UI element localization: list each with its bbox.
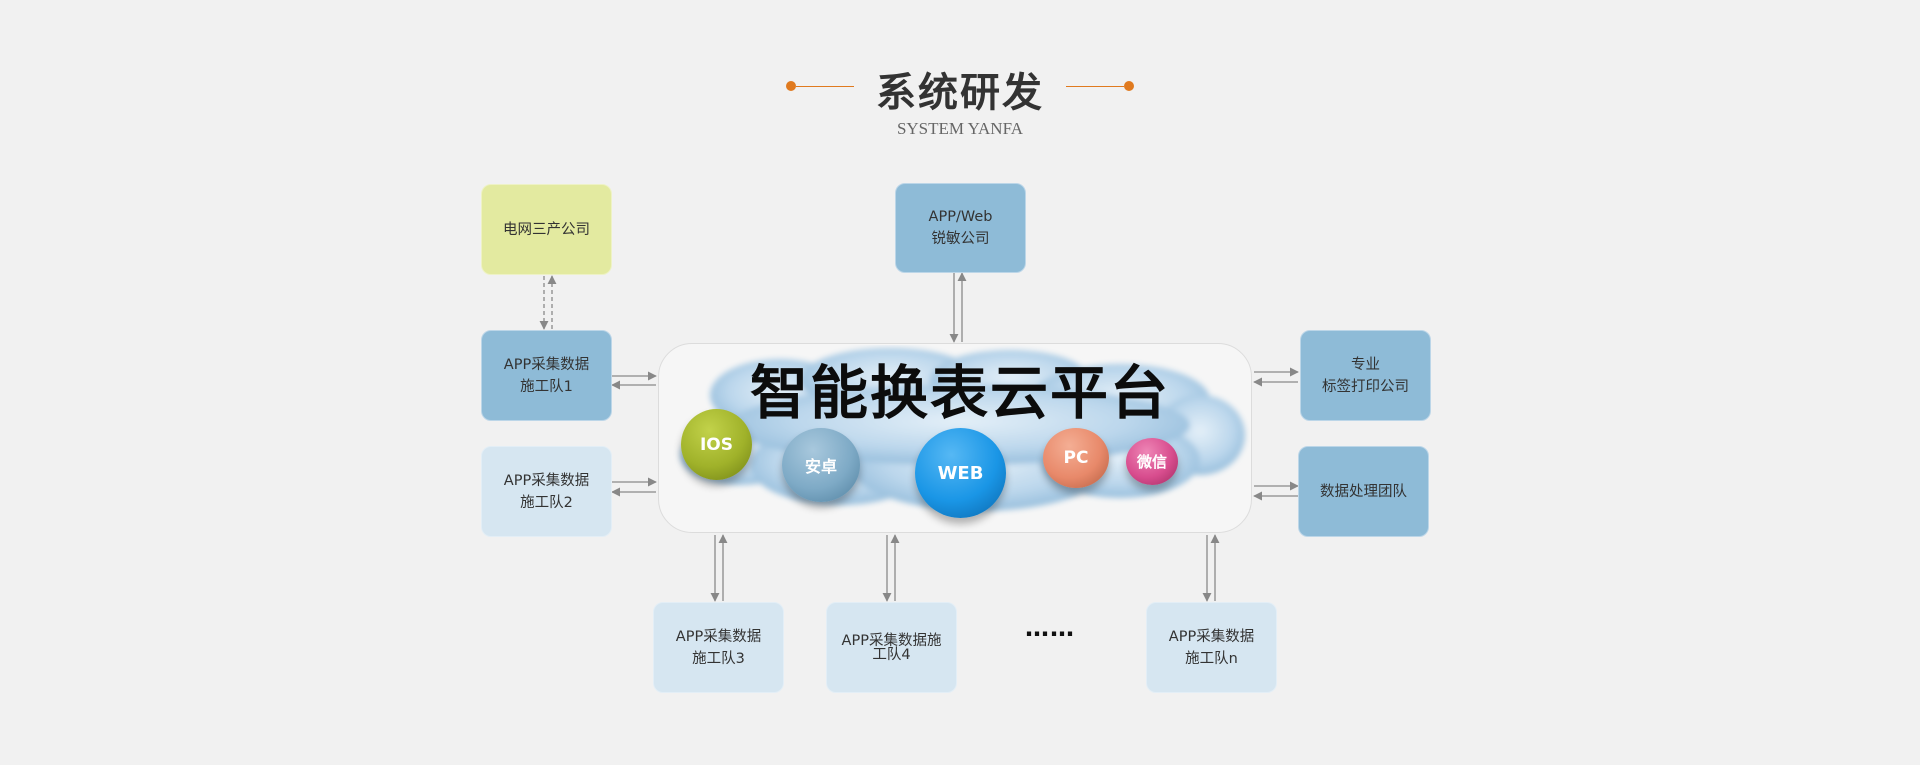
pc-sphere: PC bbox=[1043, 428, 1109, 488]
node-label-print-company: 专业 标签打印公司 bbox=[1300, 330, 1431, 421]
node-team-4: APP采集数据施 工队4 bbox=[826, 602, 957, 693]
web-sphere: WEB bbox=[915, 428, 1006, 518]
node-team-3: APP采集数据 施工队3 bbox=[653, 602, 784, 693]
node-team-n: APP采集数据 施工队n bbox=[1146, 602, 1277, 693]
wechat-sphere: 微信 bbox=[1126, 438, 1178, 485]
ios-sphere: IOS bbox=[681, 409, 752, 480]
title-right-line bbox=[1066, 86, 1124, 87]
platform-title: 智能换表云平台 bbox=[749, 359, 1170, 427]
ios-label: IOS bbox=[699, 434, 734, 455]
web-label: WEB bbox=[937, 462, 984, 484]
pc-label: PC bbox=[1063, 448, 1089, 468]
title-right-dot bbox=[1124, 81, 1134, 91]
node-app-web-company: APP/Web 锐敏公司 bbox=[895, 183, 1026, 273]
node-team-2: APP采集数据 施工队2 bbox=[481, 446, 612, 537]
node-team-1: APP采集数据 施工队1 bbox=[481, 330, 612, 421]
title-left-dot bbox=[786, 81, 796, 91]
node-data-team: 数据处理团队 bbox=[1298, 446, 1429, 537]
page-title: 系统研发 bbox=[876, 70, 1044, 116]
page-subtitle: SYSTEM YANFA bbox=[896, 119, 1024, 138]
android-label: 安卓 bbox=[804, 457, 837, 476]
android-sphere: 安卓 bbox=[782, 428, 860, 502]
title-left-line bbox=[796, 86, 854, 87]
wechat-label: 微信 bbox=[1136, 453, 1167, 471]
node-grid-company: 电网三产公司 bbox=[481, 184, 612, 275]
more-teams-ellipsis: …… bbox=[1025, 614, 1075, 642]
